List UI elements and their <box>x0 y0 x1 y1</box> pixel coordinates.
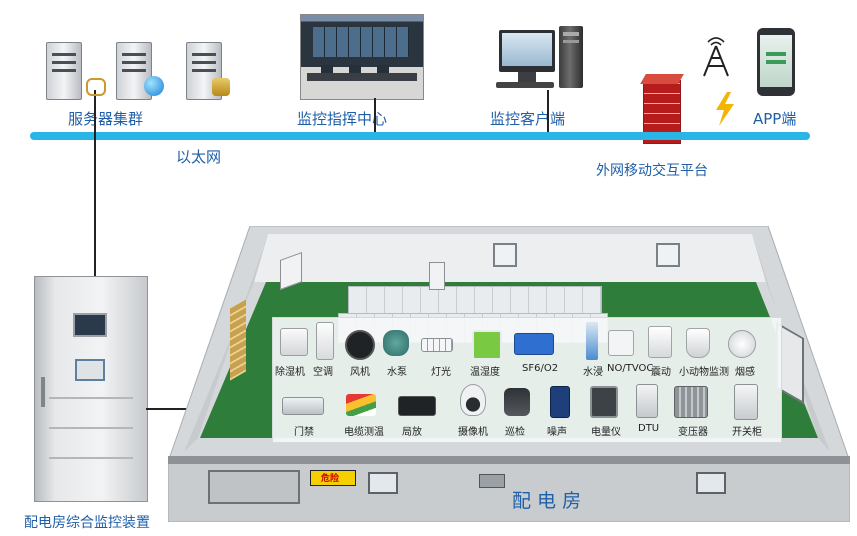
connector-line <box>374 98 376 132</box>
vent-icon <box>479 474 505 488</box>
fan-icon <box>345 330 375 360</box>
sensor-label: DTU <box>638 423 660 434</box>
sensor-label: SF6/O2 <box>522 363 559 374</box>
monitoring-cabinet <box>34 276 148 502</box>
monitor-icon <box>499 30 555 72</box>
switchgear-icon <box>734 384 758 420</box>
sensor-label: 门禁 <box>294 427 314 438</box>
camera-icon <box>460 384 486 416</box>
water-immersion-icon <box>586 322 598 360</box>
command-center-label: 监控指挥中心 <box>297 110 388 128</box>
database-icon <box>212 78 230 96</box>
sensor-label: 电缆测温 <box>344 427 384 438</box>
client-label: 监控客户端 <box>490 110 566 128</box>
transformer-icon <box>674 386 708 418</box>
window-icon <box>493 243 517 267</box>
room-label: 配 电 房 <box>512 490 582 512</box>
window-icon <box>230 299 246 381</box>
connector-line <box>547 90 549 132</box>
switchgear-row <box>348 286 602 316</box>
sensor-label: 烟感 <box>735 367 755 378</box>
no-tvoc-sensor-icon <box>608 330 634 356</box>
sensor-label: 巡检 <box>505 427 525 438</box>
sensor-label: 除湿机 <box>275 367 305 378</box>
sensor-label: 水泵 <box>387 367 407 378</box>
water-pump-icon <box>383 330 409 356</box>
ethernet-line <box>30 132 810 140</box>
partial-discharge-icon <box>398 396 436 416</box>
sensor-label: 小动物监测 <box>679 367 729 378</box>
smoke-detector-icon <box>728 330 756 358</box>
app-label: APP端 <box>753 110 797 128</box>
temperature-humidity-icon <box>472 330 502 360</box>
pc-tower-icon <box>559 26 583 88</box>
warning-sign-text: 危险 <box>321 474 340 484</box>
sf6-o2-sensor-icon <box>514 333 554 355</box>
antenna-tower-icon <box>703 37 729 77</box>
server-icon <box>46 42 82 100</box>
window-icon <box>368 472 398 494</box>
inspection-robot-icon <box>504 388 530 416</box>
server-cluster <box>40 38 250 108</box>
device-label: 配电房综合监控装置 <box>24 515 150 531</box>
sensor-label: NO/TVOC <box>607 363 654 374</box>
monitor-stand <box>518 72 536 82</box>
sensor-label: 摄像机 <box>458 427 488 438</box>
window-icon <box>696 472 726 494</box>
sensor-label: 电量仪 <box>591 427 621 438</box>
phone-icon <box>757 28 795 96</box>
dtu-icon <box>636 384 658 418</box>
wireless-signal-icon <box>716 92 734 126</box>
keyboard-icon <box>496 82 554 88</box>
globe-icon <box>144 76 164 96</box>
light-icon <box>421 338 453 352</box>
ac-unit-icon <box>429 262 445 290</box>
window-icon <box>656 243 680 267</box>
ethernet-label: 以太网 <box>176 148 222 166</box>
small-animal-monitor-icon <box>686 328 710 358</box>
cable-icon <box>86 78 106 96</box>
sensor-label: 温湿度 <box>470 367 500 378</box>
command-center-photo <box>300 14 424 100</box>
server-icon <box>116 42 152 100</box>
cable-temperature-icon <box>346 394 376 416</box>
sensor-label: 震动 <box>651 367 671 378</box>
power-meter-icon <box>590 386 618 418</box>
sensor-label: 噪声 <box>547 427 567 438</box>
air-conditioner-icon <box>316 322 334 360</box>
sensor-label: 灯光 <box>431 367 451 378</box>
access-control-icon <box>282 397 324 415</box>
sensor-label: 变压器 <box>678 427 708 438</box>
warning-sign: 危险 <box>310 470 356 486</box>
sensor-label: 空调 <box>313 367 333 378</box>
servers-label: 服务器集群 <box>68 110 144 128</box>
firewall-top <box>640 74 684 84</box>
sensor-label: 风机 <box>350 367 370 378</box>
sensor-label: 开关柜 <box>732 427 762 438</box>
sensor-label: 局放 <box>402 427 422 438</box>
sensor-label: 水浸 <box>583 367 603 378</box>
vibration-sensor-icon <box>648 326 672 358</box>
front-door <box>208 470 300 504</box>
external-platform-label: 外网移动交互平台 <box>596 163 708 179</box>
connector-line <box>94 90 96 276</box>
noise-sensor-icon <box>550 386 570 418</box>
dehumidifier-icon <box>280 328 308 356</box>
